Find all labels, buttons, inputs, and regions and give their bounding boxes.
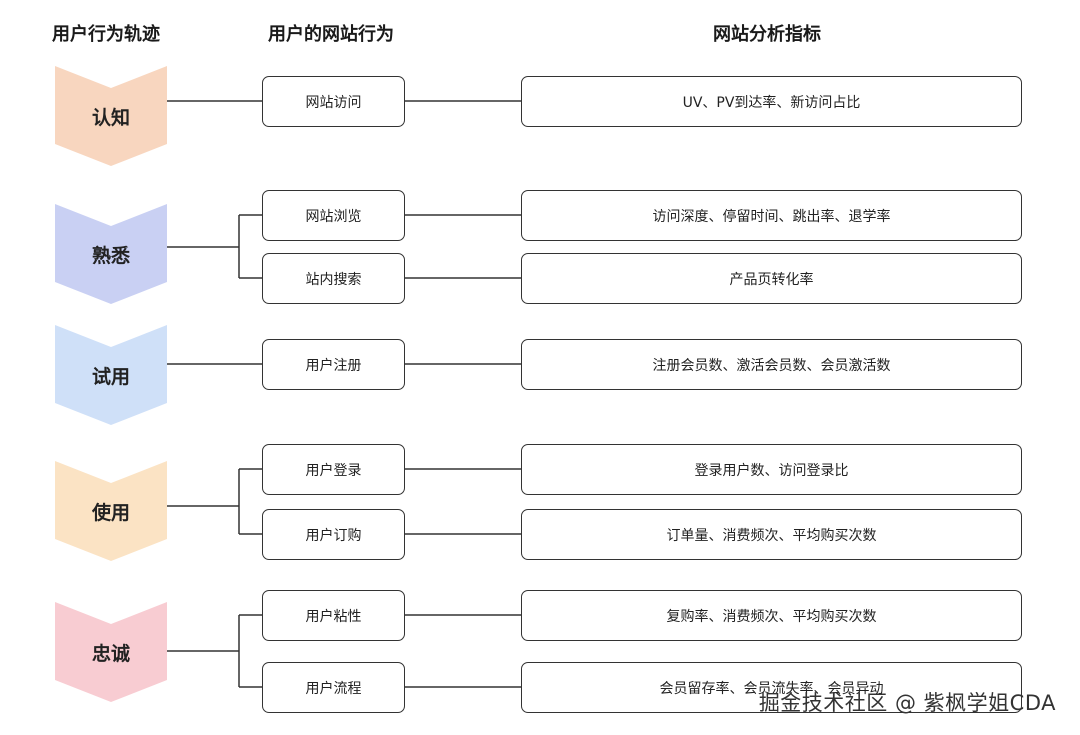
action-box: 用户登录 xyxy=(262,444,405,495)
header-analysis-metrics: 网站分析指标 xyxy=(713,24,821,45)
action-box: 网站访问 xyxy=(262,76,405,127)
action-box: 站内搜索 xyxy=(262,253,405,304)
metric-box: 访问深度、停留时间、跳出率、退学率 xyxy=(521,190,1022,241)
metric-box: 会员留存率、会员流失率、会员异动 xyxy=(521,662,1022,713)
metric-box: 注册会员数、激活会员数、会员激活数 xyxy=(521,339,1022,390)
metric-box: 产品页转化率 xyxy=(521,253,1022,304)
action-box: 用户粘性 xyxy=(262,590,405,641)
header-website-behavior: 用户的网站行为 xyxy=(268,24,394,45)
action-box: 用户订购 xyxy=(262,509,405,560)
stage-label: 认知 xyxy=(91,106,130,129)
metric-box: 登录用户数、访问登录比 xyxy=(521,444,1022,495)
metric-box: 订单量、消费频次、平均购买次数 xyxy=(521,509,1022,560)
action-box: 用户流程 xyxy=(262,662,405,713)
action-box: 网站浏览 xyxy=(262,190,405,241)
header-user-behavior-trajectory: 用户行为轨迹 xyxy=(52,24,160,45)
stage-label: 试用 xyxy=(91,365,130,388)
metric-box: UV、PV到达率、新访问占比 xyxy=(521,76,1022,127)
stage-label: 熟悉 xyxy=(91,244,130,267)
action-box: 用户注册 xyxy=(262,339,405,390)
stage-label: 使用 xyxy=(91,501,130,524)
watermark-text: 掘金技术社区 @ 紫枫学姐CDA xyxy=(758,691,1056,715)
stage-label: 忠诚 xyxy=(91,642,130,665)
metric-box: 复购率、消费频次、平均购买次数 xyxy=(521,590,1022,641)
